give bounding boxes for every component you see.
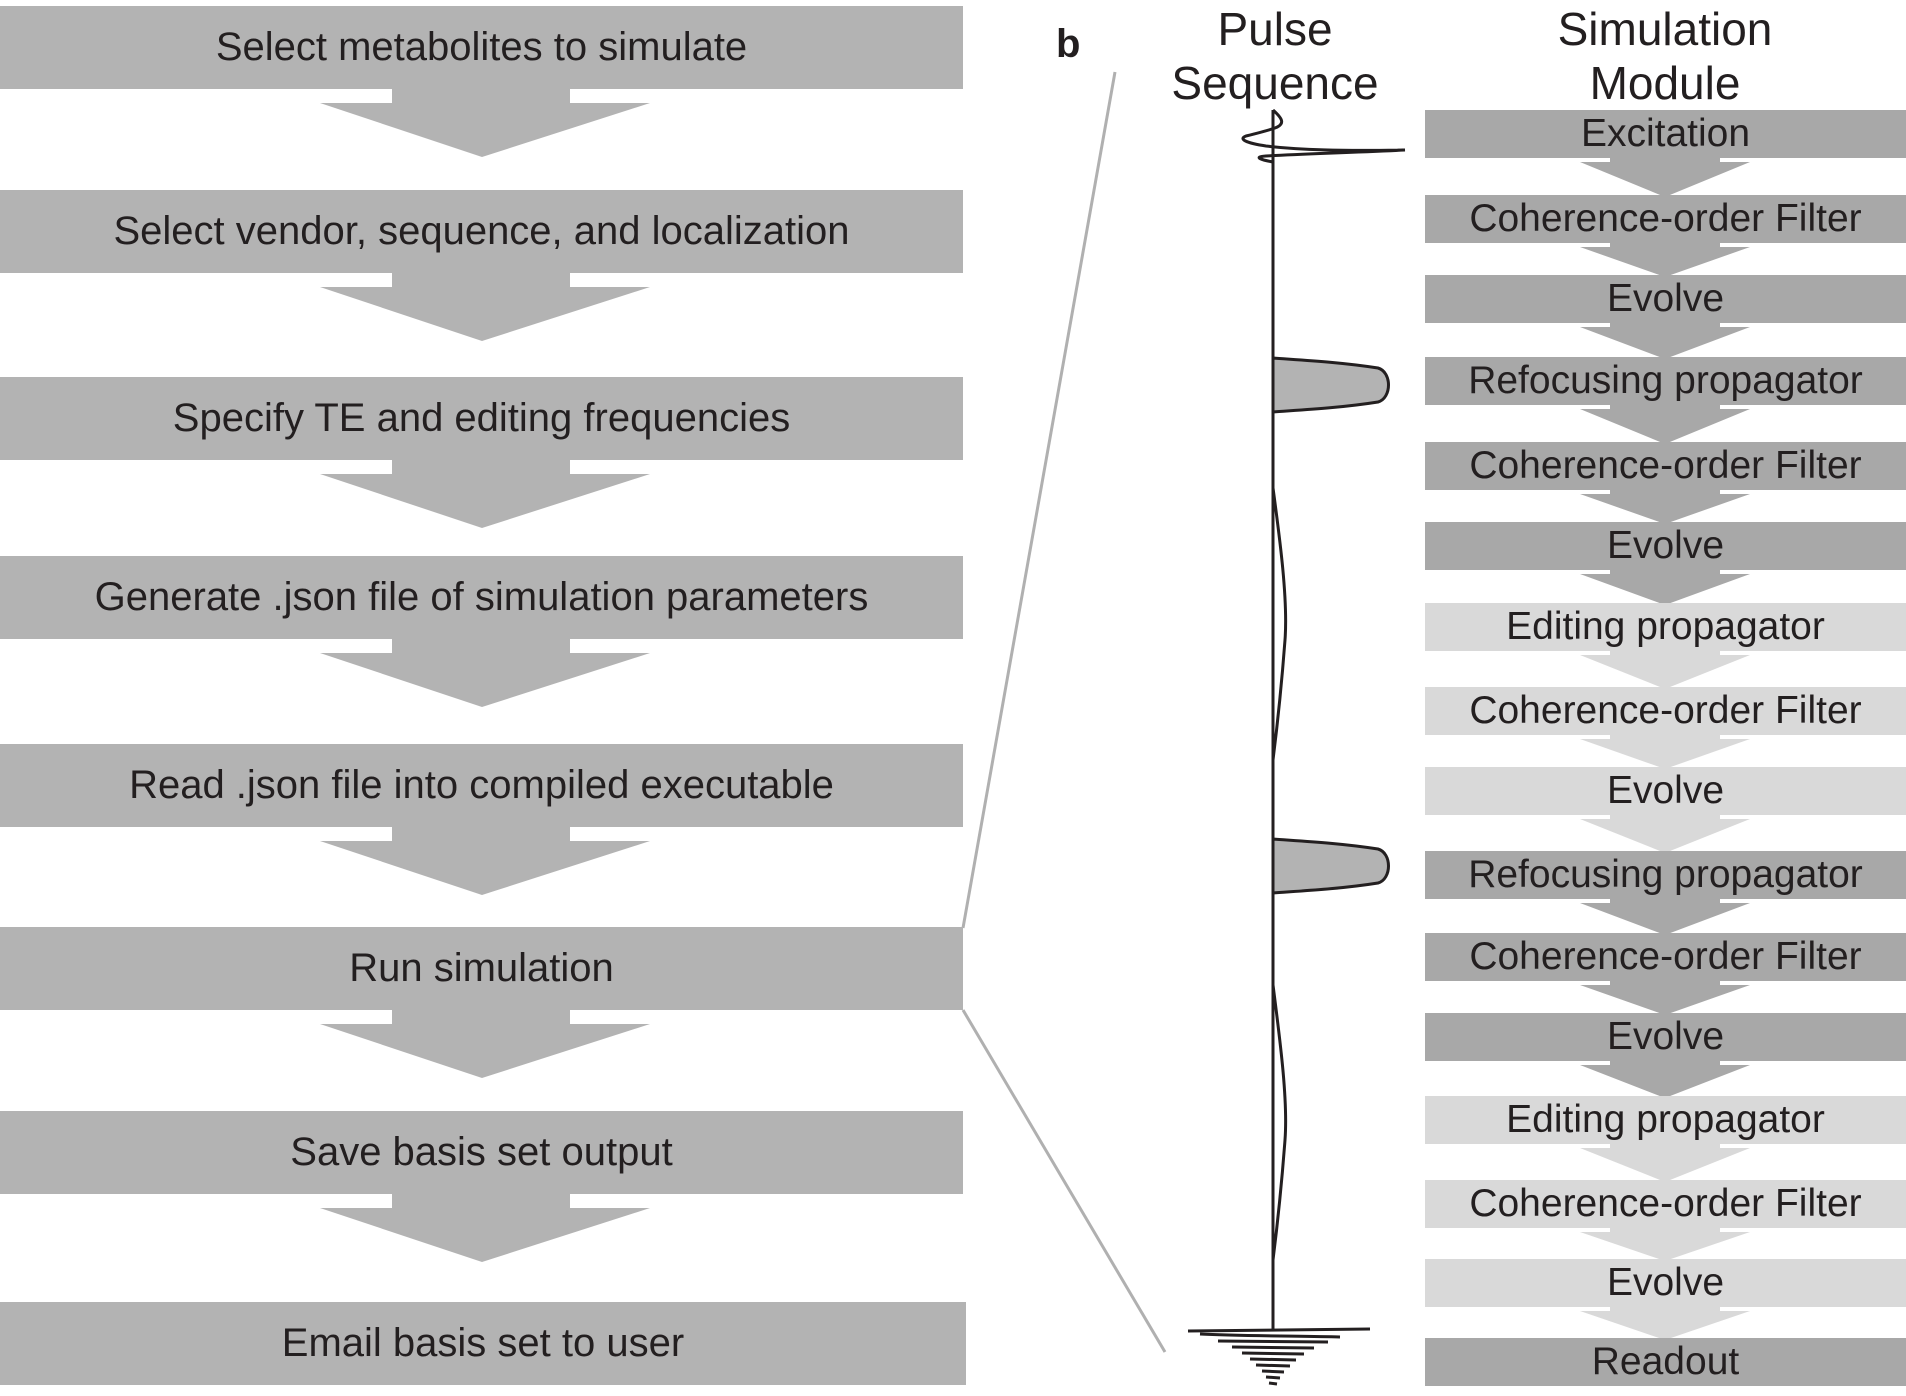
flow-arrow	[320, 827, 650, 895]
module-arrow	[1580, 1228, 1750, 1261]
flow-arrow	[320, 273, 650, 341]
refocusing-pulse-1	[1271, 356, 1390, 414]
panel-b-label: b	[1056, 22, 1081, 66]
module-arrow	[1580, 323, 1750, 359]
zoom-connector-top	[961, 71, 1117, 929]
step-8: Email basis set to user	[0, 1302, 966, 1385]
pulse-sequence-diagram	[1187, 108, 1406, 1386]
module-box: Evolve	[1425, 275, 1906, 323]
module-arrow	[1580, 651, 1750, 689]
module-arrow	[1580, 570, 1750, 605]
refocusing-pulse-2	[1271, 837, 1390, 895]
pulse-title-line-1: Pulse	[1217, 3, 1333, 55]
module-arrow	[1580, 1307, 1750, 1340]
flow-arrows-a	[320, 89, 650, 1262]
module-arrow	[1580, 1144, 1750, 1182]
flow-arrow	[320, 1010, 650, 1078]
step-7: Save basis set output	[0, 1111, 963, 1194]
flow-arrow	[320, 639, 650, 707]
editing-pulse-1	[1271, 487, 1288, 761]
step-2: Select vendor, sequence, and localizatio…	[0, 190, 963, 273]
module-arrow	[1580, 490, 1750, 524]
zoom-connector-bottom	[961, 1009, 1167, 1353]
flow-arrow	[320, 1194, 650, 1262]
step-4: Generate .json file of simulation parame…	[0, 556, 963, 639]
flow-arrows-b	[1580, 158, 1750, 1340]
module-box: Readout	[1425, 1338, 1906, 1386]
module-box: Evolve	[1425, 767, 1906, 815]
module-box: Coherence-order Filter	[1425, 933, 1906, 981]
module-arrow	[1580, 405, 1750, 444]
module-box: Refocusing propagator	[1425, 851, 1906, 899]
module-box: Coherence-order Filter	[1425, 687, 1906, 735]
pulse-sequence-title: Pulse Sequence	[1145, 2, 1405, 110]
module-arrow	[1580, 735, 1750, 769]
editing-pulse-2	[1271, 984, 1288, 1261]
module-arrow	[1580, 243, 1750, 277]
step-3: Specify TE and editing frequencies	[0, 377, 963, 460]
module-box: Coherence-order Filter	[1425, 1180, 1906, 1228]
module-arrow	[1580, 981, 1750, 1015]
module-title-line-2: Module	[1589, 57, 1741, 109]
step-5: Read .json file into compiled executable	[0, 744, 963, 827]
module-box: Evolve	[1425, 1013, 1906, 1061]
module-arrow	[1580, 1061, 1750, 1098]
flow-arrow	[320, 89, 650, 157]
simulation-module-title: Simulation Module	[1500, 2, 1830, 110]
module-box: Refocusing propagator	[1425, 357, 1906, 405]
flow-arrow	[320, 460, 650, 528]
module-box: Coherence-order Filter	[1425, 442, 1906, 490]
module-box: Editing propagator	[1425, 603, 1906, 651]
module-box: Evolve	[1425, 1259, 1906, 1307]
module-box: Evolve	[1425, 522, 1906, 570]
module-box: Coherence-order Filter	[1425, 195, 1906, 243]
excitation-pulse	[1241, 108, 1406, 164]
readout-signal	[1187, 1327, 1371, 1386]
step-6: Run simulation	[0, 927, 963, 1010]
module-title-line-1: Simulation	[1557, 3, 1773, 55]
pulse-title-line-2: Sequence	[1171, 57, 1379, 109]
module-box: Excitation	[1425, 110, 1906, 158]
module-box: Editing propagator	[1425, 1096, 1906, 1144]
module-arrow	[1580, 158, 1750, 197]
module-arrow	[1580, 815, 1750, 853]
module-arrow	[1580, 899, 1750, 935]
step-1: Select metabolites to simulate	[0, 6, 963, 89]
